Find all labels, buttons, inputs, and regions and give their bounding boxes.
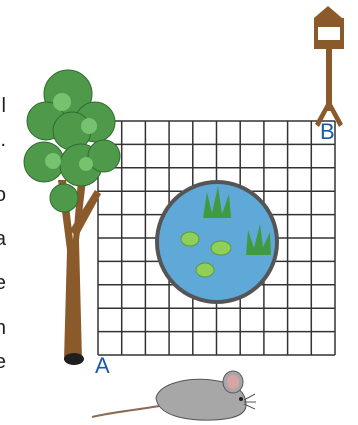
clipped-text-line-5: e bbox=[0, 273, 6, 293]
clipped-text-line-4: a bbox=[0, 229, 6, 249]
mouse-icon bbox=[92, 371, 256, 420]
point-b-label: B bbox=[320, 119, 335, 144]
clipped-text-line-1: l bbox=[2, 96, 6, 116]
clipped-text-line-2: . bbox=[0, 130, 6, 150]
clipped-text-line-6: n bbox=[0, 318, 6, 338]
pond-icon bbox=[157, 182, 277, 302]
clipped-text-line-7: e bbox=[0, 352, 6, 372]
birdhouse-icon bbox=[314, 6, 344, 127]
point-a-label: A bbox=[95, 353, 110, 378]
tree-icon bbox=[24, 70, 120, 365]
clipped-text-line-3: o bbox=[0, 185, 6, 205]
